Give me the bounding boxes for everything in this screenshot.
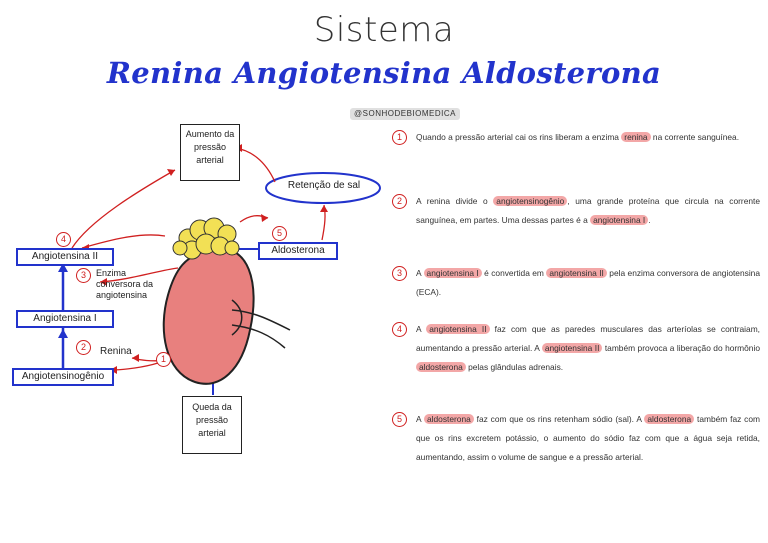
note-span: A bbox=[416, 324, 427, 334]
arrowhead-retencao bbox=[320, 205, 328, 212]
note-highlight: renina bbox=[621, 132, 651, 142]
adrenal-gland bbox=[172, 217, 240, 260]
note-number-circle: 3 bbox=[392, 266, 407, 281]
arrow-retencao-aumento bbox=[234, 147, 276, 183]
note-text: A angiotensina II faz com que as paredes… bbox=[416, 320, 760, 377]
note-highlight: aldosterona bbox=[416, 362, 466, 372]
arrowhead-renina bbox=[132, 354, 139, 362]
note-number-circle: 4 bbox=[392, 322, 407, 337]
renina-label: Renina bbox=[100, 346, 132, 357]
step-2-circle: 2 bbox=[76, 340, 91, 355]
note-text: A angiotensina I é convertida em angiote… bbox=[416, 264, 760, 302]
arrow-adrenal-4 bbox=[81, 234, 166, 249]
note-highlight: angiotensinogênio bbox=[493, 196, 568, 206]
step-5-circle: 5 bbox=[272, 226, 287, 241]
note-span: na corrente sanguínea. bbox=[650, 132, 740, 142]
kidney-vessel-2 bbox=[231, 324, 286, 349]
note-span: faz com que as paredes musculares das ar… bbox=[416, 324, 760, 353]
note-highlight: aldosterona bbox=[644, 414, 695, 424]
kidney-hilum bbox=[231, 299, 243, 336]
arrowhead-aumento bbox=[167, 169, 175, 176]
angiotensina-2-box: Angiotensina II bbox=[16, 248, 114, 266]
page-subtitle: Renina Angiotensina Aldosterona bbox=[106, 56, 662, 90]
kidney-vessel-1 bbox=[231, 309, 291, 331]
note-span: pelas glândulas adrenais. bbox=[465, 362, 564, 372]
note-number-circle: 5 bbox=[392, 412, 407, 427]
page-title: Sistema bbox=[313, 10, 455, 50]
note-number-circle: 2 bbox=[392, 194, 407, 209]
angiotensinogenio-box: Angiotensinogênio bbox=[12, 368, 114, 386]
note-highlight: aldosterona bbox=[424, 414, 474, 424]
note-span: A bbox=[416, 268, 424, 278]
angiotensina-1-box: Angiotensina I bbox=[16, 310, 114, 328]
note-number-circle: 1 bbox=[392, 130, 407, 145]
note-highlight: angiotensina II bbox=[541, 343, 603, 353]
note-span: também provoca a liberação do hormônio bbox=[602, 343, 760, 353]
aumento-pressao-box: Aumento da pressão arterial bbox=[180, 124, 240, 181]
note-span: Quando a pressão arterial cai os rins li… bbox=[416, 132, 622, 142]
aldosterona-box: Aldosterona bbox=[258, 242, 338, 260]
step-3-circle: 3 bbox=[76, 268, 91, 283]
note-text: A aldosterona faz com que os rins retenh… bbox=[416, 410, 760, 467]
note-span: , uma grande proteína que circula na cor… bbox=[416, 196, 760, 225]
note-text: A renina divide o angiotensinogênio, uma… bbox=[416, 192, 760, 230]
note-item: 2 A renina divide o angiotensinogênio, um… bbox=[392, 192, 760, 230]
retencao-sal-label: Retenção de sal bbox=[287, 180, 361, 191]
queda-pressao-box: Queda da pressão arterial bbox=[182, 396, 242, 454]
note-span: A renina divide o bbox=[416, 196, 494, 206]
kidney-shape bbox=[162, 247, 255, 385]
note-span: A bbox=[416, 414, 424, 424]
author-handle: @SONHODEBIOMEDICA bbox=[350, 108, 460, 120]
arrow-1 bbox=[109, 362, 159, 371]
note-highlight: angiotensina I bbox=[590, 215, 649, 225]
arrow-enzima bbox=[99, 267, 179, 283]
note-highlight: angiotensina I bbox=[423, 268, 482, 278]
arrowhead-up-2 bbox=[58, 329, 68, 338]
note-span: . bbox=[648, 215, 651, 225]
note-item: 1 Quando a pressão arterial cai os rins l… bbox=[392, 128, 760, 147]
note-highlight: angiotensina II bbox=[546, 268, 607, 278]
enzima-label: Enzima conversora da angiotensina bbox=[96, 268, 154, 300]
arrowhead-up-1 bbox=[58, 263, 68, 272]
arrowhead-enzima bbox=[100, 278, 107, 286]
arrowhead-5 bbox=[261, 214, 268, 222]
arrow-ang2-aumento bbox=[71, 169, 176, 249]
step-1-circle: 1 bbox=[156, 352, 171, 367]
note-text: Quando a pressão arterial cai os rins li… bbox=[416, 128, 760, 147]
note-highlight: angiotensina II bbox=[426, 324, 490, 334]
note-span: pela enzima conversora de angiotensina (… bbox=[416, 268, 760, 297]
note-span: também faz com que os rins excretem potá… bbox=[416, 414, 761, 462]
retencao-ellipse bbox=[265, 172, 381, 204]
step-4-circle: 4 bbox=[56, 232, 71, 247]
note-span: é convertida em bbox=[481, 268, 547, 278]
note-span: faz com que os rins retenham sódio (sal)… bbox=[473, 414, 645, 424]
